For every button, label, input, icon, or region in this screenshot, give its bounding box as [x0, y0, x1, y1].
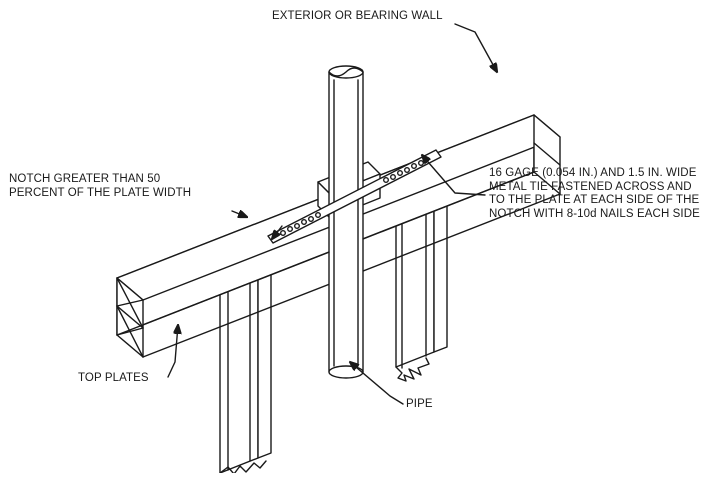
stud-left [219, 261, 272, 475]
leader-lines [167, 23, 497, 405]
exterior-wall-label: EXTERIOR OR BEARING WALL [272, 10, 443, 22]
metal-tie-label: 16 GAGE (0.054 IN.) AND 1.5 IN. WIDE MET… [489, 167, 700, 220]
notch-label: NOTCH GREATER THAN 50 PERCENT OF THE PLA… [9, 173, 192, 199]
tie-nail-holes [280, 159, 425, 236]
top-plates-label: TOP PLATES [78, 372, 149, 384]
pipe [328, 65, 364, 379]
pipe-label: PIPE [406, 398, 433, 410]
metal-tie [267, 149, 442, 244]
